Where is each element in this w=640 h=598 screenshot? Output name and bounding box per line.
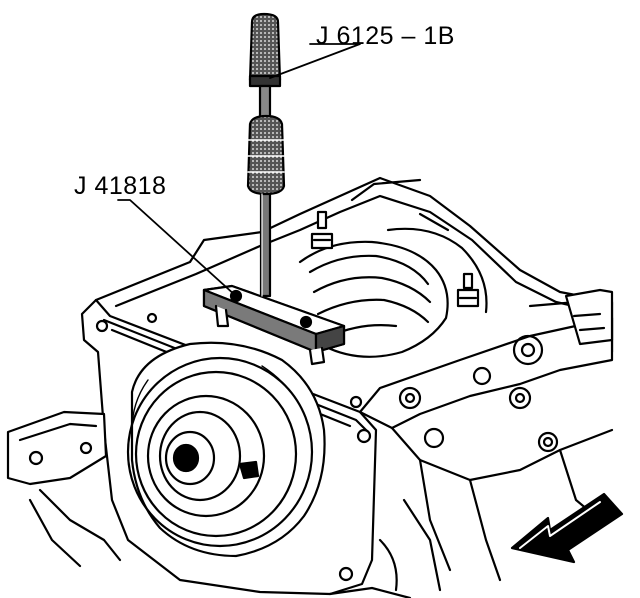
left-bracket	[6, 410, 122, 568]
leader-line-remover-tool	[117, 199, 237, 297]
cylinder-studs	[310, 210, 480, 308]
slide-hammer-j6125-1b	[246, 12, 286, 298]
remover-plate-j41818	[202, 284, 346, 366]
leader-lines	[117, 43, 361, 297]
callout-label-slide-hammer: J 6125 – 1B	[316, 22, 455, 50]
callout-label-remover-tool: J 41818	[74, 172, 167, 200]
balancer-housing	[126, 341, 326, 558]
front-arrow-icon	[510, 492, 624, 564]
rear-web	[350, 178, 614, 582]
lower-edge	[328, 498, 442, 598]
leader-line-slide-hammer	[269, 43, 361, 79]
